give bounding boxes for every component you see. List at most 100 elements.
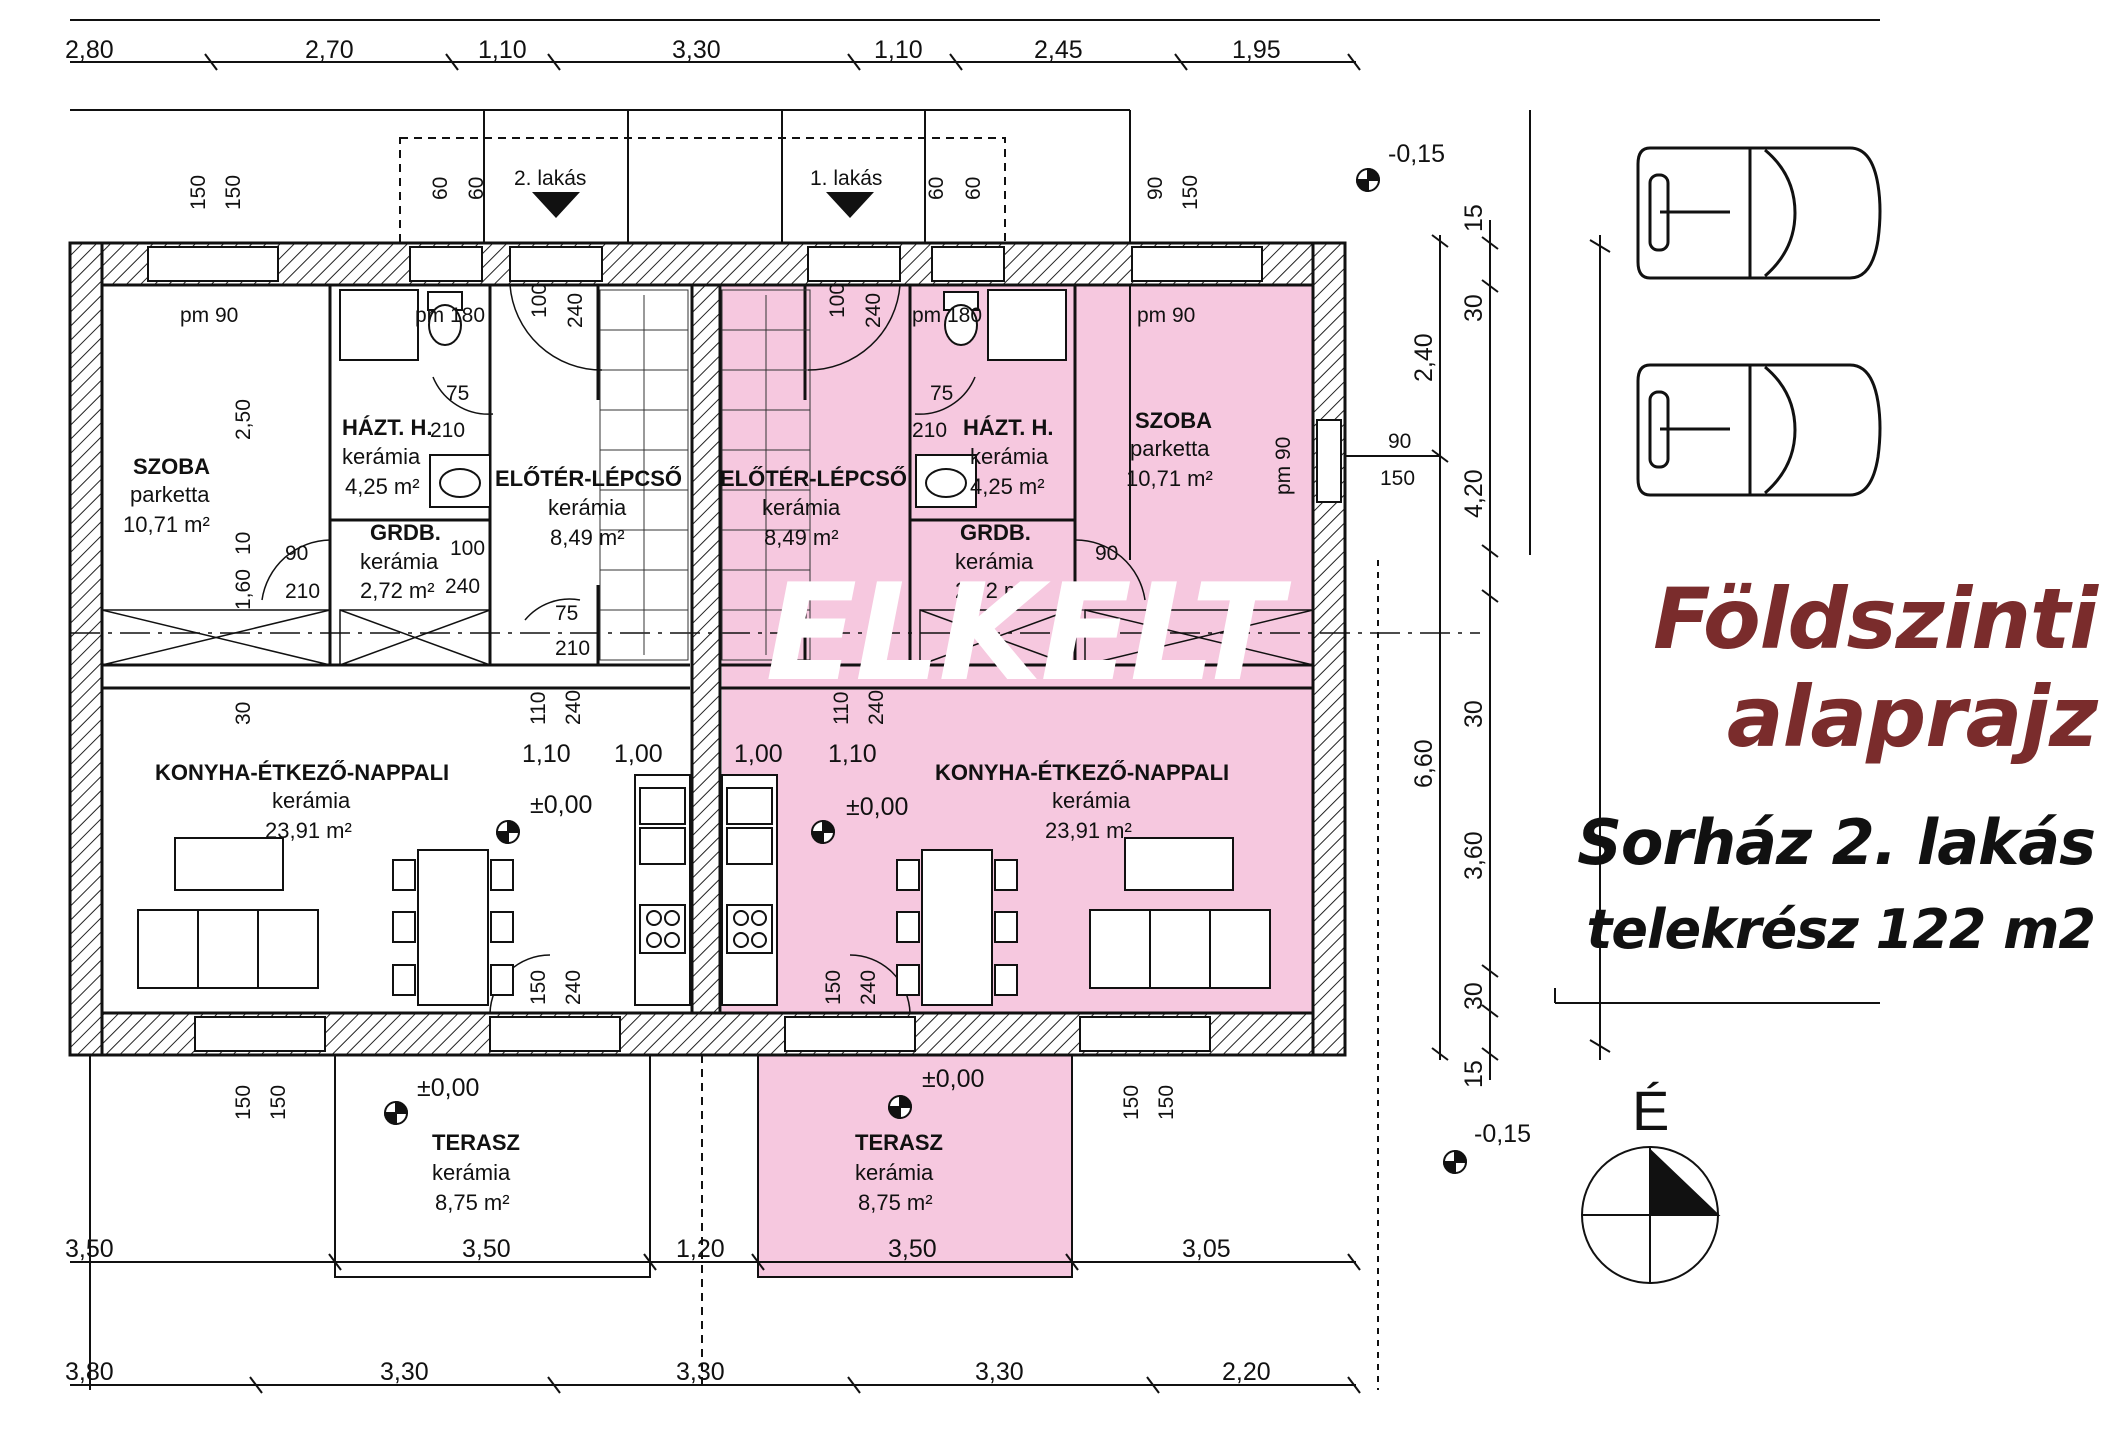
note-opening-9: 240 <box>564 293 587 328</box>
note-opening-30: 1,10 <box>828 740 877 768</box>
room-floor-right-storage: kerámia <box>955 549 1034 574</box>
top-dimension-chain <box>70 19 1880 71</box>
room-floor-left-bath: kerámia <box>342 444 421 469</box>
room-area-right-terrace: 8,75 m² <box>858 1190 933 1215</box>
room-name-left-terrace: TERASZ <box>432 1130 520 1155</box>
room-name-left-hall: ELŐTÉR-LÉPCSŐ <box>495 466 682 491</box>
note-opening-41: 2,50 <box>232 399 255 440</box>
note-opening-35: 150 <box>232 1085 255 1120</box>
sold-stamp: ELKELT <box>765 555 1283 711</box>
terraces <box>89 560 1379 1390</box>
dim-bottom-3: 3,30 <box>975 1358 1024 1386</box>
window-note-2: pm 180 <box>912 304 982 327</box>
room-area-left-living: 23,91 m² <box>265 818 352 843</box>
window-note-0: pm 90 <box>180 304 238 327</box>
room-name-left-living: KONYHA-ÉTKEZŐ-NAPPALI <box>155 760 449 785</box>
dim-right-2: 4,20 <box>1460 469 1488 518</box>
subtitle-plot: telekrész 122 m2 <box>1586 898 2096 961</box>
note-opening-24: 240 <box>562 690 585 725</box>
note-opening-43: 1,60 <box>232 569 255 610</box>
room-name-left-bath: HÁZT. H. <box>342 415 432 440</box>
dim-top-4: 1,10 <box>874 36 923 64</box>
dim-top-6: 1,95 <box>1232 36 1281 64</box>
dim-right-inner-0: 2,40 <box>1410 333 1438 382</box>
door-swings <box>261 284 1146 1014</box>
room-floor-right-terrace: kerámia <box>855 1160 934 1185</box>
subtitle-unit: Sorház 2. lakás <box>1577 806 2096 879</box>
room-area-left-storage: 2,72 m² <box>360 578 435 603</box>
note-opening-3: 60 <box>465 177 488 200</box>
note-opening-16: 90 <box>285 542 308 565</box>
level-outside-bottom: -0,15 <box>1474 1120 1531 1148</box>
note-opening-44: 30 <box>232 702 255 725</box>
entrance-arrow-left <box>532 192 580 218</box>
dim-bottom-1: 3,30 <box>380 1358 429 1386</box>
room-area-right-hall: 8,49 m² <box>764 525 839 550</box>
title-line-2: alaprajz <box>1726 668 2098 766</box>
dim-terrace-1: 3,50 <box>462 1235 511 1263</box>
note-opening-0: 150 <box>187 175 210 210</box>
dim-right-4: 3,60 <box>1460 831 1488 880</box>
wardrobes <box>70 609 1480 666</box>
window-note-3: pm 90 <box>1137 304 1195 327</box>
note-opening-4: 60 <box>925 177 948 200</box>
dim-terrace-2: 1,20 <box>676 1235 725 1263</box>
note-opening-26: 240 <box>865 690 888 725</box>
room-area-right-room: 10,71 m² <box>1126 466 1213 491</box>
note-opening-36: 150 <box>267 1085 290 1120</box>
dim-bottom-2: 3,30 <box>676 1358 725 1386</box>
room-floor-left-living: kerámia <box>272 788 351 813</box>
title-line-1: Földszinti <box>1653 570 2098 668</box>
note-opening-15: 210 <box>912 419 947 442</box>
dim-right-3: 30 <box>1460 700 1488 728</box>
room-floor-left-hall: kerámia <box>548 495 627 520</box>
level-living-right: ±0,00 <box>846 793 908 821</box>
lower-dimension-chains <box>70 1253 1361 1394</box>
note-opening-34: 240 <box>857 970 880 1005</box>
note-opening-7: 150 <box>1179 175 1202 210</box>
room-name-right-bath: HÁZT. H. <box>963 415 1053 440</box>
entrance-label-left: 2. lakás <box>514 167 586 190</box>
dim-right-inner-1: 6,60 <box>1410 739 1438 788</box>
car-icon <box>1636 363 1882 497</box>
room-area-left-hall: 8,49 m² <box>550 525 625 550</box>
note-opening-11: 240 <box>862 293 885 328</box>
note-opening-18: 100 <box>450 537 485 560</box>
room-floor-left-storage: kerámia <box>360 549 439 574</box>
room-area-left-room: 10,71 m² <box>123 512 210 537</box>
note-opening-17: 210 <box>285 580 320 603</box>
room-name-right-storage: GRDB. <box>960 520 1031 545</box>
room-floor-left-room: parketta <box>130 482 210 507</box>
room-area-right-bath: 4,25 m² <box>970 474 1045 499</box>
stairs <box>599 289 811 661</box>
note-opening-8: 100 <box>528 283 551 318</box>
note-opening-37: 150 <box>1120 1085 1143 1120</box>
room-area-right-storage: 2,72 m² <box>955 578 1030 603</box>
note-opening-5: 60 <box>962 177 985 200</box>
dim-top-2: 1,10 <box>478 36 527 64</box>
note-opening-20: 90 <box>1095 542 1118 565</box>
dim-top-5: 2,45 <box>1034 36 1083 64</box>
dim-top-3: 3,30 <box>672 36 721 64</box>
dim-bottom-4: 2,20 <box>1222 1358 1271 1386</box>
note-opening-19: 240 <box>445 575 480 598</box>
note-opening-38: 150 <box>1155 1085 1178 1120</box>
dim-right-5: 30 <box>1460 982 1488 1010</box>
kitchen-furniture <box>137 774 1271 1006</box>
note-opening-33: 150 <box>822 970 845 1005</box>
room-name-right-room: SZOBA <box>1135 408 1212 433</box>
room-name-left-room: SZOBA <box>133 454 210 479</box>
note-opening-40: 150 <box>1380 467 1415 490</box>
note-opening-31: 150 <box>527 970 550 1005</box>
note-opening-39: 90 <box>1388 430 1411 453</box>
level-living-left: ±0,00 <box>530 791 592 819</box>
note-opening-13: 210 <box>430 419 465 442</box>
note-opening-23: 110 <box>527 692 550 725</box>
dim-right-6: 15 <box>1460 1060 1488 1088</box>
level-terrace-left: ±0,00 <box>417 1074 479 1102</box>
level-outside-top: -0,15 <box>1388 140 1445 168</box>
entrance-label-right: 1. lakás <box>810 167 882 190</box>
room-area-right-living: 23,91 m² <box>1045 818 1132 843</box>
entrance-arrow-right <box>826 192 874 218</box>
